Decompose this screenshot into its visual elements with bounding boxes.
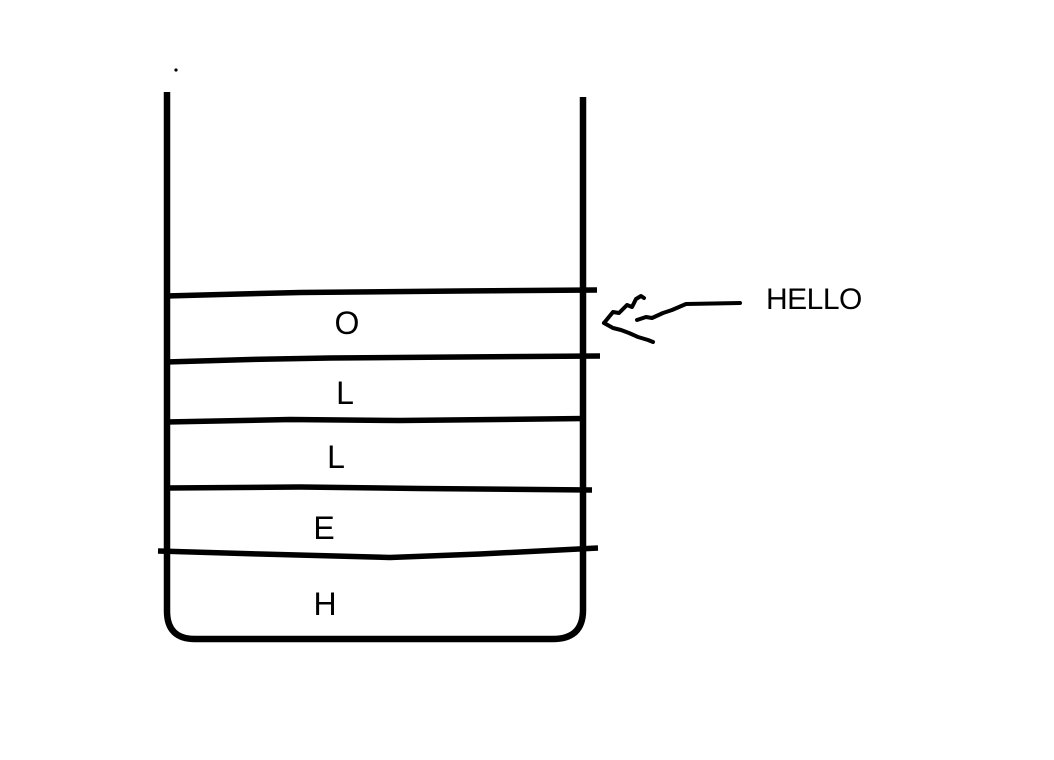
stack-divider-5 bbox=[157, 545, 599, 561]
stack-cell-label-4: E bbox=[313, 510, 335, 546]
arrow-barb-upper bbox=[602, 294, 646, 325]
arrow-shaft bbox=[635, 301, 742, 322]
arrow-icon bbox=[602, 294, 742, 344]
stack-divider-2 bbox=[165, 353, 601, 365]
stack-container-outline bbox=[163, 92, 587, 643]
stack-divider-3 bbox=[165, 415, 586, 425]
stack-divider-1 bbox=[165, 287, 598, 299]
stray-dot bbox=[174, 68, 178, 72]
stack-divider-4 bbox=[165, 484, 593, 493]
stack-cell-label-3: L bbox=[327, 439, 345, 475]
annotation-label: HELLO bbox=[766, 283, 862, 316]
arrow-barb-lower bbox=[602, 321, 655, 344]
stack-cell-label-bottom: H bbox=[313, 586, 337, 622]
stack-cell-label-2: L bbox=[336, 375, 354, 411]
stack-cell-label-top: O bbox=[334, 305, 360, 341]
